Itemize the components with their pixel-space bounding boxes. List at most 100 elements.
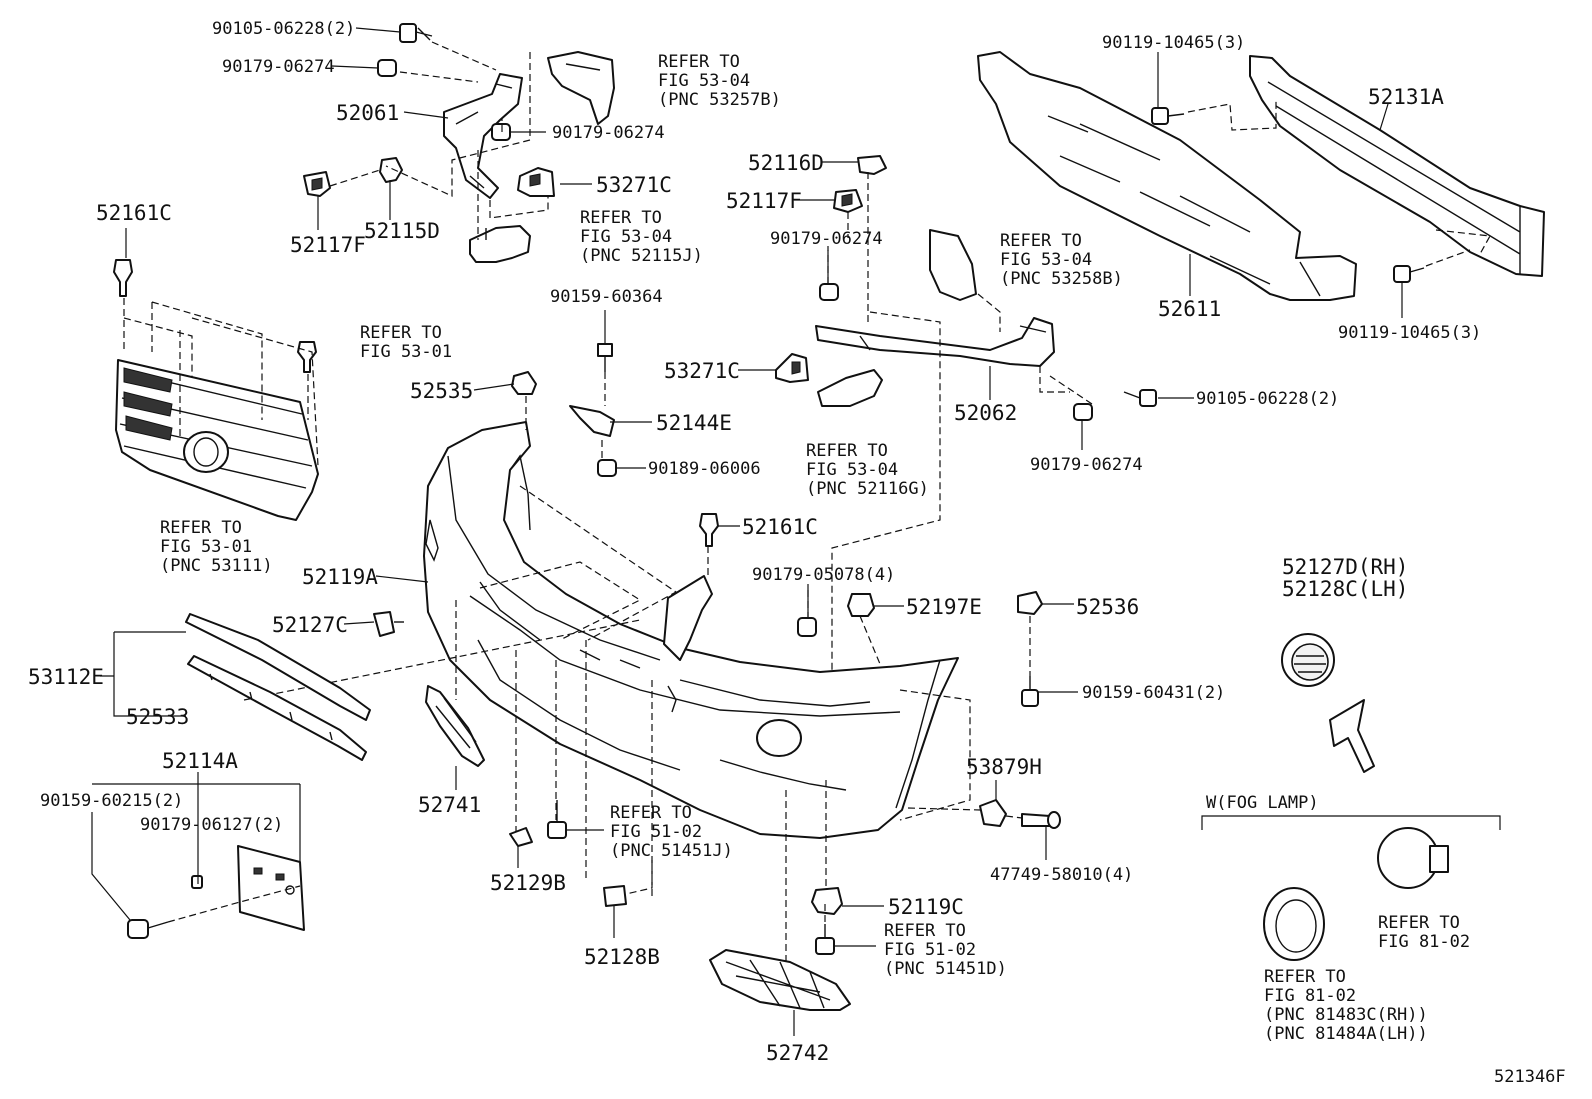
clip-52129b[interactable] [509,827,533,847]
label-52061: 52061 [336,101,399,125]
label-90119-10465-a: 90119-10465(3) [1102,33,1245,53]
bolt-90119-10465-top[interactable] [1151,107,1185,125]
clip-52161c-center[interactable] [699,513,719,547]
fog-lamp-cover[interactable] [1281,633,1335,687]
reinforcement-lines [1187,98,1491,267]
label-53879h: 53879H [966,755,1042,779]
refer-bracket-53257b[interactable] [547,51,615,125]
label-52114a: 52114A [162,749,238,773]
label-52119a: 52119A [302,565,378,589]
bolt-90159-60215[interactable] [127,919,169,939]
clip-53879h[interactable] [979,799,1007,827]
refer-81483c-81484a: REFER TO FIG 81-02 (PNC 81483C(RH)) (PNC… [1264,967,1438,1044]
label-52161c-a: 52161C [96,201,172,225]
molding-53112e[interactable] [185,613,371,721]
refer-52115j: REFER TO FIG 53-04 (PNC 52115J) [580,208,703,266]
label-90179-06274-a: 90179-06274 [222,57,335,77]
refer-bracket-52115j[interactable] [469,225,531,263]
radiator-grille[interactable] [115,359,319,521]
nut-90179-06274-b[interactable] [491,123,511,141]
molding-52533[interactable] [187,655,367,761]
clip-52535[interactable] [511,371,537,395]
label-52128c-lh: 52128C(LH) [1282,577,1408,601]
grille-cover-52742[interactable] [709,949,851,1011]
leader-lines [91,27,1403,1036]
license-bracket-52114a[interactable] [237,845,305,931]
bolt-90159-60431[interactable] [1021,676,1039,707]
nut-90179-06127[interactable] [191,875,203,889]
clip-52197e[interactable] [847,593,875,617]
lower-center-lines [625,860,826,924]
clip-52115d[interactable] [379,157,403,183]
refer-52116g: REFER TO FIG 53-04 (PNC 52116G) [806,441,929,499]
label-52062: 52062 [954,401,1017,425]
label-90189-06006: 90189-06006 [648,459,761,479]
label-90159-60215: 90159-60215(2) [40,791,183,811]
clip-52119c[interactable] [811,887,843,915]
label-52117f-b: 52117F [726,189,802,213]
bracket-52128b[interactable] [603,885,627,907]
label-52536: 52536 [1076,595,1139,619]
label-52533: 52533 [126,705,189,729]
bolt-90159-60364[interactable] [597,343,613,372]
bolt-90105-06228-right[interactable] [1123,389,1157,407]
fog-lamp-unit[interactable] [1377,827,1449,889]
clip-52161c-left[interactable] [113,259,133,297]
bracket-52144e[interactable] [569,405,615,437]
label-53271c-b: 53271C [664,359,740,383]
label-52127c: 52127C [272,613,348,637]
arrow-up-icon [1329,699,1375,773]
clip-refer-53-01[interactable] [297,341,317,373]
clip-52117f-left[interactable] [303,171,331,197]
label-52116d: 52116D [748,151,824,175]
label-52742: 52742 [766,1041,829,1065]
nut-90179-06274-a[interactable] [377,59,397,77]
label-90179-05078: 90179-05078(4) [752,565,895,585]
label-90159-60431: 90159-60431(2) [1082,683,1225,703]
reinforcement-52131a[interactable] [1249,55,1545,277]
nut-90179-06274-d[interactable] [1073,403,1093,421]
label-52741: 52741 [418,793,481,817]
refer-51451d: REFER TO FIG 51-02 (PNC 51451D) [884,921,1007,979]
bolt-90119-10465-bottom[interactable] [1393,265,1425,283]
nut-90189-06006[interactable] [597,459,617,477]
energy-absorber-52611[interactable] [977,51,1357,301]
left-bracket-lines [329,41,549,240]
nut-90179-05078[interactable] [797,617,817,637]
label-90105-06228-b: 90105-06228(2) [1196,389,1339,409]
label-90119-10465-b: 90119-10465(3) [1338,323,1481,343]
support-52062[interactable] [815,317,1055,367]
screw-47749-58010[interactable] [1021,811,1061,829]
lower-right-lines [907,807,1023,819]
cover-52741[interactable] [425,685,485,767]
refer-53111: REFER TO FIG 53-01 (PNC 53111) [160,518,273,576]
fog-lamp-ring[interactable] [1263,887,1325,961]
retainer-53271c-center[interactable] [775,353,809,383]
refer-51451j: REFER TO FIG 51-02 (PNC 51451J) [610,803,733,861]
retainer-53271c-left[interactable] [517,167,555,197]
refer-bracket-53258b[interactable] [929,229,977,301]
label-52117f-a: 52117F [290,233,366,257]
label-52144e: 52144E [656,411,732,435]
label-52161c-b: 52161C [742,515,818,539]
bumper-cover-52119a[interactable] [423,421,959,839]
bracket-52127c[interactable] [373,611,404,637]
label-90179-06274-d: 90179-06274 [1030,455,1143,475]
bolt-refer-51451d[interactable] [815,924,835,955]
label-52128b: 52128B [584,945,660,969]
license-lines [167,885,301,923]
bolt-90105-06228[interactable] [399,23,433,43]
label-52611: 52611 [1158,297,1221,321]
refer-81-02-lamp: REFER TO FIG 81-02 [1378,913,1470,952]
clip-52536[interactable] [1017,591,1043,615]
clip-52117f-center[interactable] [833,189,863,213]
bracket-52116d[interactable] [857,155,887,175]
refer-bracket-52116g[interactable] [817,369,883,407]
nut-90179-06274-c[interactable] [819,283,839,301]
label-90105-06228-a: 90105-06228(2) [212,19,355,39]
bolt-refer-51451j[interactable] [547,800,567,839]
label-52119c: 52119C [888,895,964,919]
center-bracket-lines [827,172,1093,676]
refer-53-01-clip: REFER TO FIG 53-01 [360,323,452,362]
